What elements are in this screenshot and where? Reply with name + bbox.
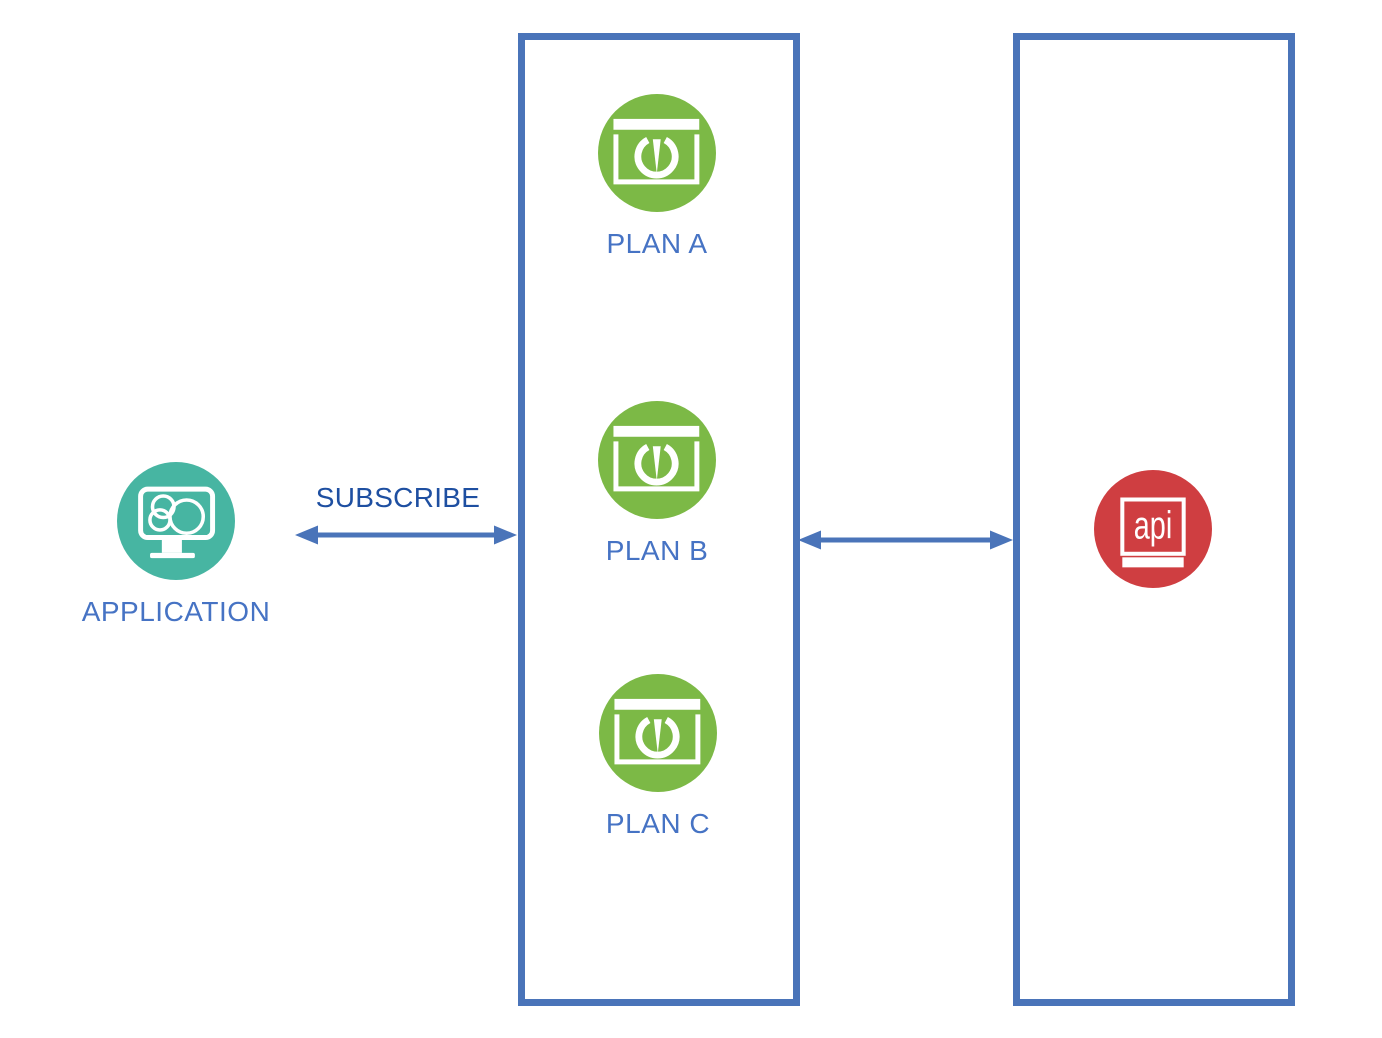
plan-a-label: PLAN A bbox=[606, 228, 708, 259]
subscribe-label: SUBSCRIBE bbox=[315, 482, 481, 513]
application-monitor-cloud-icon bbox=[117, 462, 235, 580]
application-node: APPLICATION bbox=[82, 462, 270, 628]
api-icon: api bbox=[1094, 470, 1212, 588]
plan-gauge-icon bbox=[599, 674, 717, 792]
api-node: api bbox=[1094, 470, 1212, 588]
application-label: APPLICATION bbox=[81, 596, 271, 627]
plan-c-label: PLAN C bbox=[605, 808, 711, 839]
plan-b-node: PLAN B bbox=[598, 401, 716, 567]
plan-b-label: PLAN B bbox=[605, 535, 709, 566]
plan-a-node: PLAN A bbox=[598, 94, 716, 260]
subscribe-double-arrow bbox=[295, 525, 517, 545]
plan-gauge-icon bbox=[598, 94, 716, 212]
plan-gauge-icon bbox=[598, 401, 716, 519]
api-icon-label: api bbox=[1134, 504, 1172, 547]
plan-c-node: PLAN C bbox=[599, 674, 717, 840]
plans-api-double-arrow bbox=[798, 530, 1013, 550]
